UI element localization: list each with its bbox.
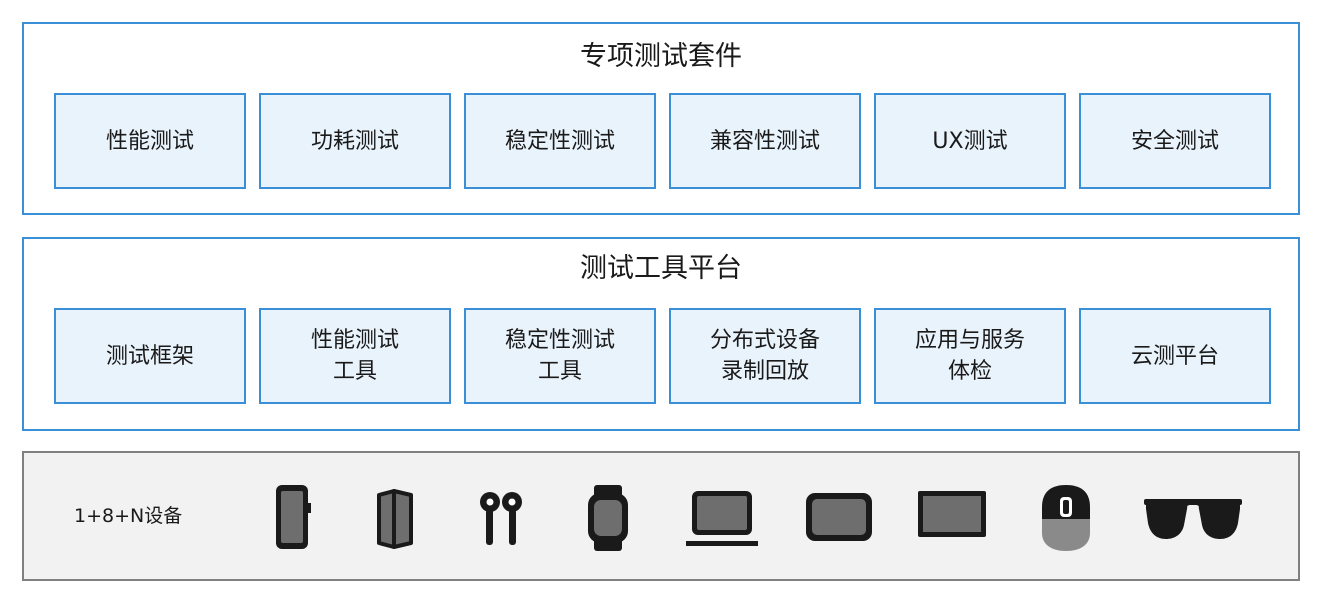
suite-performance-test: 性能测试	[54, 93, 246, 189]
phone-icon	[272, 483, 314, 551]
earbuds-icon	[478, 491, 524, 547]
suite-compatibility-test: 兼容性测试	[669, 93, 861, 189]
tool-cloud-test-platform: 云测平台	[1079, 308, 1271, 404]
test-platform-panel: 测试工具平台 测试框架 性能测试 工具 稳定性测试 工具 分布式设备 录制回放 …	[22, 237, 1300, 431]
test-suites-panel: 专项测试套件 性能测试 功耗测试 稳定性测试 兼容性测试 UX测试 安全测试	[22, 22, 1300, 215]
suite-power-test: 功耗测试	[259, 93, 451, 189]
tool-distributed-record-replay: 分布式设备 录制回放	[669, 308, 861, 404]
test-suites-title: 专项测试套件	[580, 41, 742, 72]
devices-label: 1+8+N设备	[74, 505, 183, 527]
suite-security-test: 安全测试	[1079, 93, 1271, 189]
foldable-icon	[376, 489, 414, 549]
tool-stability-test-tool: 稳定性测试 工具	[464, 308, 656, 404]
tablet-icon	[804, 491, 874, 543]
test-suites-row: 性能测试 功耗测试 稳定性测试 兼容性测试 UX测试 安全测试	[54, 93, 1271, 189]
glasses-icon	[1144, 495, 1242, 541]
suite-ux-test: UX测试	[874, 93, 1066, 189]
devices-panel: 1+8+N设备	[22, 451, 1300, 581]
speaker-icon	[1038, 483, 1094, 553]
tv-icon	[916, 489, 988, 545]
test-platform-title: 测试工具平台	[580, 253, 742, 284]
tool-app-service-checkup: 应用与服务 体检	[874, 308, 1066, 404]
watch-icon	[584, 483, 632, 553]
tool-performance-test-tool: 性能测试 工具	[259, 308, 451, 404]
suite-stability-test: 稳定性测试	[464, 93, 656, 189]
laptop-icon	[686, 489, 758, 549]
test-platform-row: 测试框架 性能测试 工具 稳定性测试 工具 分布式设备 录制回放 应用与服务 体…	[54, 308, 1271, 404]
tool-test-framework: 测试框架	[54, 308, 246, 404]
